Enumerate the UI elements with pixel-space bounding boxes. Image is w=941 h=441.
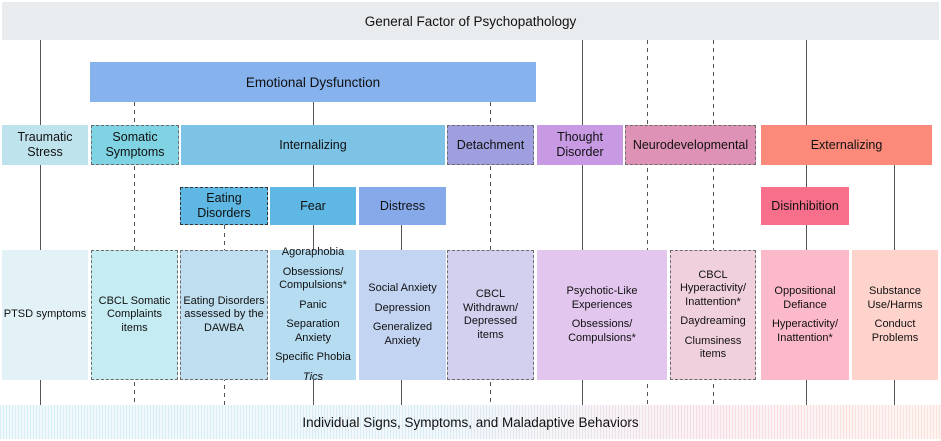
somatic-symptoms-label: Somatic Symptoms	[105, 130, 165, 159]
indicator-item: Panic	[299, 298, 327, 311]
somatic-symptoms-box: Somatic Symptoms	[91, 125, 179, 165]
thought-indicator-box: Psychotic-Like Experiences Obsessions/ C…	[537, 250, 667, 380]
fear-label: Fear	[300, 198, 326, 213]
emotional-dysfunction-box: Emotional Dysfunction	[90, 62, 536, 102]
indicator-item: Conduct Problems	[871, 318, 919, 344]
indicator-item: Clumsiness items	[684, 334, 742, 361]
indicator-item: Depression	[374, 301, 431, 314]
ptsd-indicator-box: PTSD symptoms	[2, 250, 88, 380]
individual-symptoms-label: Individual Signs, Symptoms, and Maladapt…	[302, 414, 639, 430]
indicator-item: CBCL Hyperactivity/ Inattention*	[679, 268, 747, 308]
traumatic-stress-box: Traumatic Stress	[2, 125, 88, 165]
indicator-item: Obsessions/ Compulsions*	[568, 318, 636, 344]
indicator-item: Eating Disorders assessed by the DAWBA	[183, 294, 265, 334]
general-factor-box: General Factor of Psychopathology	[2, 2, 939, 40]
indicator-item: Psychotic-Like Experiences	[566, 285, 638, 311]
eating-indicator-box: Eating Disorders assessed by the DAWBA	[180, 250, 268, 380]
thought-disorder-label: Thought Disorder	[556, 130, 604, 159]
indicator-item: Agoraphobia	[281, 246, 345, 258]
indicator-item: Daydreaming	[680, 315, 746, 327]
connector-line	[582, 40, 584, 405]
externalizing-box: Externalizing	[761, 125, 932, 165]
thought-disorder-box: Thought Disorder	[537, 125, 623, 165]
connector-line	[40, 40, 42, 405]
eating-disorders-label: Eating Disorders	[197, 191, 251, 220]
externalizing-indicator-box: Substance Use/Harms Conduct Problems	[852, 250, 938, 380]
indicator-item: Separation Anxiety	[286, 318, 340, 344]
disinhibition-label: Disinhibition	[771, 198, 839, 213]
detachment-box: Detachment	[447, 125, 534, 165]
eating-disorders-box: Eating Disorders	[180, 187, 268, 225]
general-factor-label: General Factor of Psychopathology	[364, 13, 577, 29]
emotional-dysfunction-label: Emotional Dysfunction	[245, 74, 381, 90]
connector-line	[713, 40, 715, 405]
neurodevelopmental-label: Neurodevelopmental	[632, 137, 749, 152]
internalizing-box: Internalizing	[181, 125, 445, 165]
detachment-indicator-box: CBCL Withdrawn/ Depressed items	[447, 250, 534, 380]
indicator-item: CBCL Withdrawn/ Depressed items	[462, 288, 519, 341]
externalizing-label: Externalizing	[810, 137, 883, 152]
indicator-item: CBCL Somatic Complaints items	[98, 294, 171, 334]
indicator-item: Social Anxiety	[368, 282, 437, 294]
fear-box: Fear	[270, 187, 356, 225]
fear-indicator-box: Agoraphobia Obsessions/ Compulsions* Pan…	[270, 246, 356, 383]
indicator-item: Tics	[302, 370, 324, 383]
distress-indicator-box: Social Anxiety Depression Generalized An…	[359, 250, 446, 380]
distress-box: Distress	[359, 187, 446, 225]
indicator-item: Obsessions/ Compulsions*	[279, 265, 347, 292]
indicator-item: Specific Phobia	[275, 351, 351, 363]
detachment-label: Detachment	[456, 137, 525, 152]
neurodevelopmental-box: Neurodevelopmental	[625, 125, 756, 165]
indicator-item: Substance Use/Harms	[867, 285, 923, 311]
connector-line	[647, 40, 649, 405]
disinhibition-box: Disinhibition	[761, 187, 849, 225]
indicator-item: Oppositional Defiance	[774, 285, 836, 311]
internalizing-label: Internalizing	[279, 137, 347, 152]
indicator-item: PTSD symptoms	[3, 308, 87, 321]
distress-label: Distress	[379, 198, 426, 213]
disinhibition-indicator-box: Oppositional Defiance Hyperactivity/ Ina…	[761, 250, 849, 380]
traumatic-stress-label: Traumatic Stress	[17, 130, 73, 159]
indicator-item: Generalized Anxiety	[372, 321, 433, 347]
somatic-indicator-box: CBCL Somatic Complaints items	[91, 250, 178, 380]
individual-symptoms-bar: Individual Signs, Symptoms, and Maladapt…	[0, 405, 941, 439]
neuro-indicator-box: CBCL Hyperactivity/ Inattention* Daydrea…	[670, 250, 756, 380]
indicator-item: Hyperactivity/ Inattention*	[771, 318, 839, 344]
